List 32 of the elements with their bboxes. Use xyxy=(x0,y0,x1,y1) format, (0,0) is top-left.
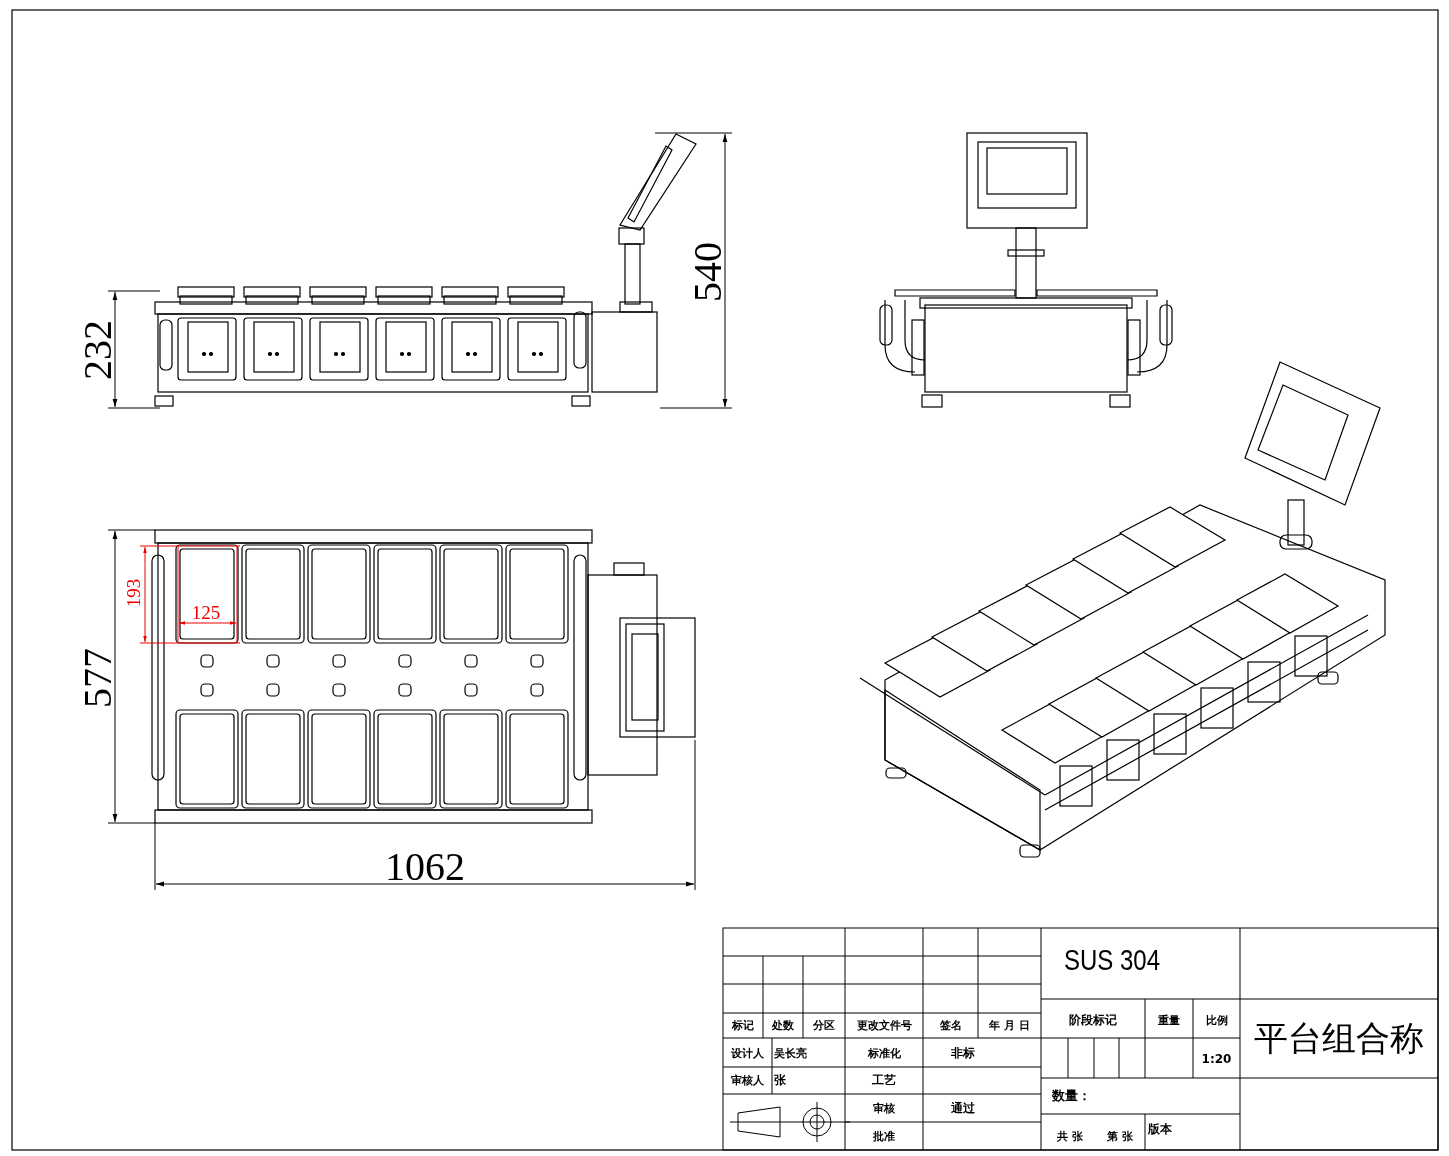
title-block-label: 标准化 xyxy=(866,1046,902,1062)
title-block-label: 标记 xyxy=(731,1018,755,1034)
title-block-label: 共 张 xyxy=(1056,1128,1084,1145)
dimension-value: 125 xyxy=(190,601,222,625)
dimension-value: 232 xyxy=(77,319,117,382)
title-block-label: 审核人 xyxy=(730,1073,765,1089)
dimension-value: 1062 xyxy=(384,845,466,887)
title-block-label: 年 月 日 xyxy=(988,1018,1031,1034)
title-block-label: 非标 xyxy=(950,1045,976,1062)
title-block-label: 第 张 xyxy=(1106,1128,1134,1145)
material-spec: SUS 304 xyxy=(1064,942,1162,978)
title-block-label: 签名 xyxy=(938,1018,963,1034)
title-block-label: 比例 xyxy=(1204,1012,1229,1029)
title-block-label: 设计人 xyxy=(730,1046,765,1062)
title-block-label: 更改文件号 xyxy=(855,1018,913,1034)
title-block-label: 重量 xyxy=(1157,1012,1181,1029)
title-block-label: 阶段标记 xyxy=(1068,1011,1118,1029)
drawing-title: 平台组合称 xyxy=(1253,1017,1425,1060)
title-block-label: 批准 xyxy=(872,1128,896,1145)
title-block-label: 工艺 xyxy=(871,1072,897,1089)
title-block-label: 审核 xyxy=(872,1100,896,1117)
title-block-entry: 版本 xyxy=(1148,1120,1173,1138)
title-block-label: 分区 xyxy=(812,1018,836,1034)
dimension-value: 193 xyxy=(122,577,145,610)
title-block-label: 通过 xyxy=(950,1099,976,1117)
title-block-entry: 吴长亮 xyxy=(774,1046,808,1062)
title-block-entry: 张 xyxy=(774,1072,787,1089)
title-block-entry: 数量： xyxy=(1052,1087,1092,1105)
dimension-value: 540 xyxy=(687,241,727,304)
title-block-label: 处数 xyxy=(771,1018,795,1034)
title-block-label: 1:20 xyxy=(1200,1051,1233,1068)
dimension-value: 577 xyxy=(77,647,117,710)
